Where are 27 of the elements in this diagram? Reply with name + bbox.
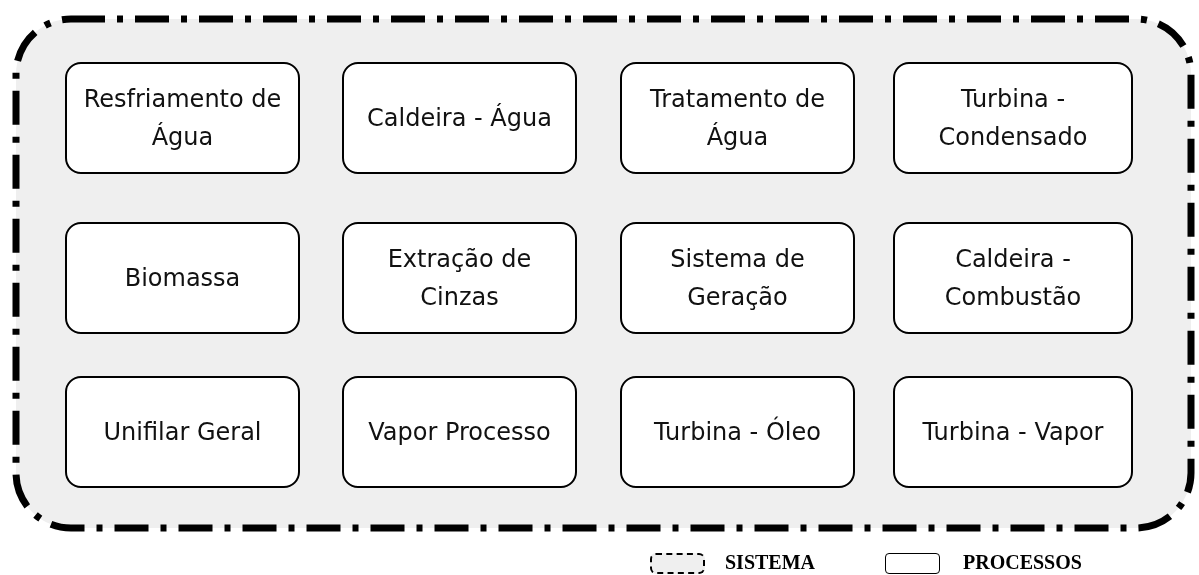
process-label: Extração de Cinzas <box>386 244 533 313</box>
process-box <box>65 222 300 334</box>
legend-label: PROCESSOS <box>963 551 1082 574</box>
process-label: Turbina - Condensado <box>937 84 1089 153</box>
process-label: Resfriamento de Água <box>82 84 283 153</box>
process-box <box>620 376 855 488</box>
process-box <box>893 62 1133 174</box>
process-label: Unifilar Geral <box>102 417 263 448</box>
process-label: Sistema de Geração <box>669 244 806 313</box>
process-box <box>893 376 1133 488</box>
process-box <box>342 376 577 488</box>
process-label: Biomassa <box>123 263 242 294</box>
process-box <box>620 62 855 174</box>
legend-label: SISTEMA <box>725 551 816 574</box>
process-label: Vapor Processo <box>367 417 552 448</box>
process-box <box>893 222 1133 334</box>
process-box <box>620 222 855 334</box>
process-box <box>65 62 300 174</box>
process-box <box>342 62 577 174</box>
process-label: Caldeira - Água <box>366 102 553 134</box>
process-label: Caldeira - Combustão <box>943 244 1083 313</box>
process-box <box>342 222 577 334</box>
system-boundary <box>12 15 1195 532</box>
process-label: Turbina - Vapor <box>921 417 1105 448</box>
process-label: Tratamento de Água <box>649 84 826 153</box>
process-box <box>65 376 300 488</box>
process-label: Turbina - Óleo <box>653 415 822 448</box>
